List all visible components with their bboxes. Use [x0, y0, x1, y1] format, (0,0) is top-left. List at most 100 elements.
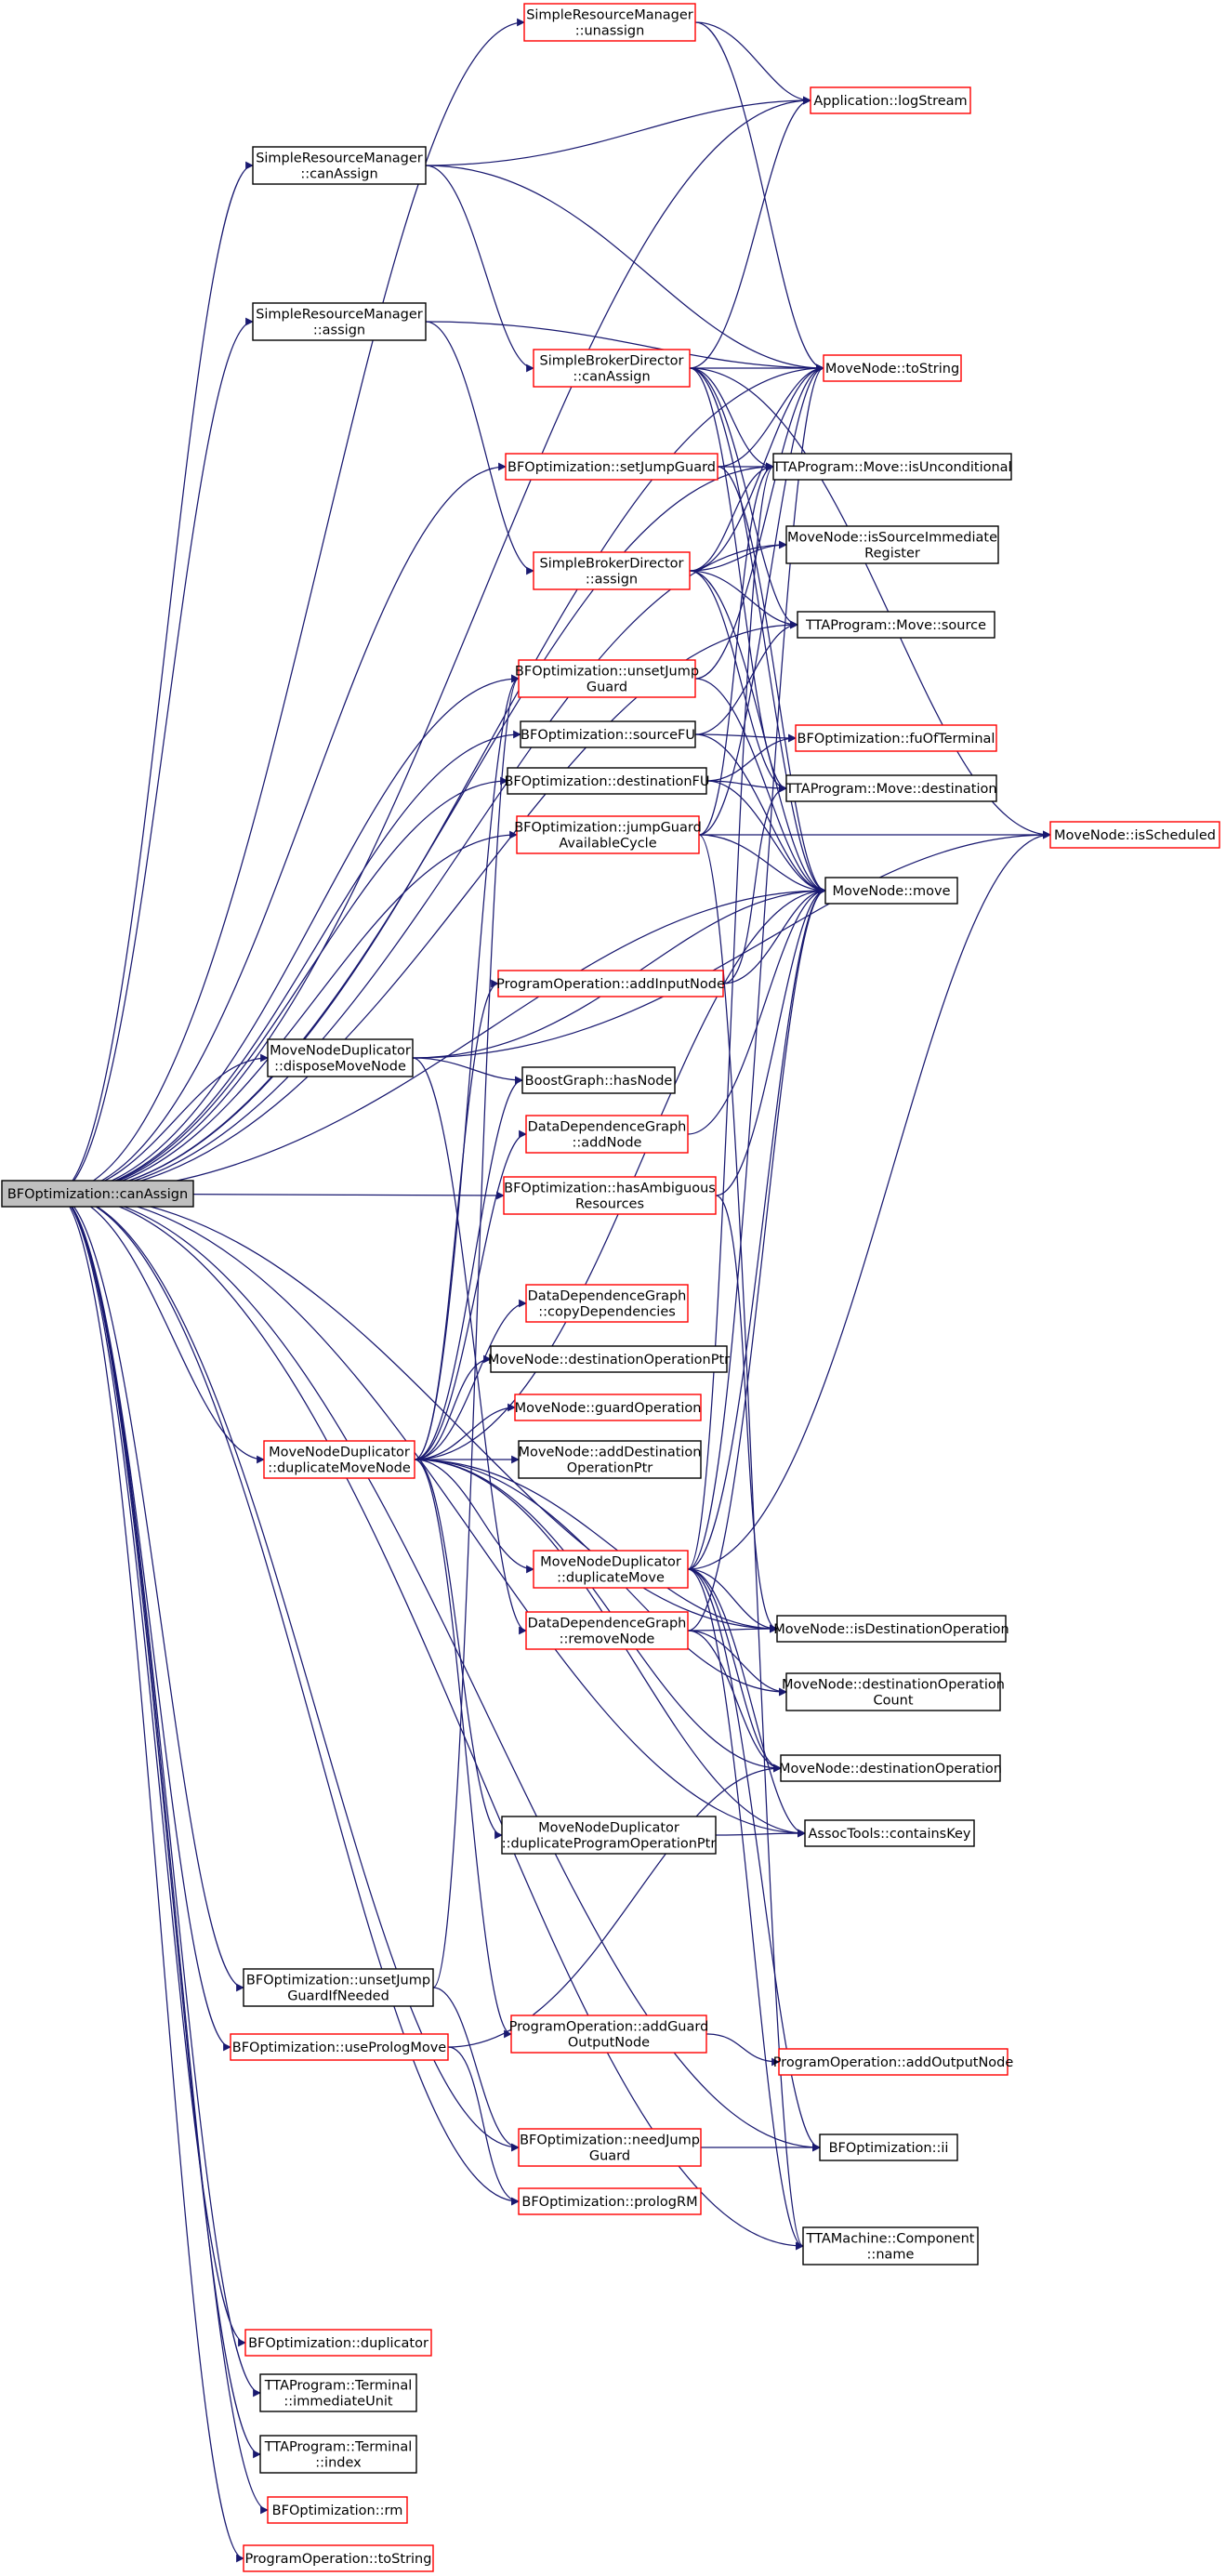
node-label: TTAProgram::Move::isUnconditional: [771, 460, 1011, 475]
node-srm_canassign[interactable]: SimpleResourceManager::canAssign: [252, 146, 427, 185]
edge-bfo_unsetjg-to-mn_tostring: [694, 363, 824, 680]
node-comp_name[interactable]: TTAMachine::Component::name: [802, 2226, 979, 2266]
node-label: ProgramOperation::addGuard: [509, 2020, 709, 2035]
node-box: [785, 525, 999, 564]
node-bfo_duplicator[interactable]: BFOptimization::duplicator: [244, 2329, 432, 2357]
node-term_immunit[interactable]: TTAProgram::Terminal::immediateUnit: [259, 2373, 417, 2412]
node-move_dest[interactable]: TTAProgram::Move::destination: [784, 774, 997, 802]
node-box: [259, 2435, 417, 2474]
node-box: [503, 1176, 717, 1215]
node-label: BFOptimization::hasAmbiguous: [504, 1182, 716, 1196]
node-box: [785, 1672, 1001, 1711]
node-ddg_copydeps[interactable]: DataDependenceGraph::copyDependencies: [525, 1284, 689, 1323]
edge-root-to-bfo_prologrm: [55, 1193, 520, 2206]
node-ddg_removenode[interactable]: DataDependenceGraph::removeNode: [525, 1611, 689, 1650]
edge-root-to-srm_assign: [55, 317, 254, 1195]
node-bfo_destfu[interactable]: BFOptimization::destinationFU: [504, 767, 710, 795]
node-bfo_ii[interactable]: BFOptimization::ii: [819, 2133, 958, 2161]
node-label: BFOptimization::unsetJump: [515, 665, 699, 680]
node-app_log[interactable]: Application::logStream: [810, 86, 971, 114]
node-box: [819, 2133, 958, 2161]
edge-sbd_canassign-to-app_log: [689, 96, 811, 369]
node-box: [520, 720, 696, 748]
node-mnd_dupmovenode[interactable]: MoveNodeDuplicator::duplicateMoveNode: [263, 1440, 415, 1479]
node-mn_destop[interactable]: MoveNode::destinationOperation: [779, 1754, 1002, 1782]
node-label: Count: [873, 1694, 913, 1709]
node-box: [516, 815, 700, 854]
node-term_index[interactable]: TTAProgram::Terminal::index: [259, 2435, 417, 2474]
node-box: [243, 2544, 434, 2572]
node-mn_guardop[interactable]: MoveNode::guardOperation: [514, 1394, 702, 1421]
edge-bfo_jgavail-to-mn_move: [698, 834, 826, 895]
node-box: [778, 2048, 1008, 2076]
node-label: Guard: [589, 2149, 630, 2164]
node-mn_tostring[interactable]: MoveNode::toString: [823, 354, 962, 382]
edge-root-to-srm_canassign: [55, 161, 254, 1195]
node-label: BFOptimization::prologRM: [521, 2195, 697, 2210]
node-label: ProgramOperation::addInputNode: [496, 977, 725, 992]
node-box: [797, 611, 995, 639]
node-label: ::duplicateMove: [557, 1571, 665, 1586]
node-move_isuncond[interactable]: TTAProgram::Move::isUnconditional: [771, 453, 1012, 481]
node-box: [785, 774, 997, 802]
node-bfo_useprolog[interactable]: BFOptimization::usePrologMove: [230, 2033, 449, 2061]
node-sbd_assign[interactable]: SimpleBrokerDirector::assign: [533, 551, 691, 590]
edge-mnd_dupmovenode-to-mn_guardop: [414, 1403, 516, 1460]
node-label: GuardIfNeeded: [287, 1989, 389, 2004]
edge-root-to-bfo_destfu: [55, 776, 508, 1195]
node-ddg_addnode[interactable]: DataDependenceGraph::addNode: [525, 1115, 689, 1154]
node-sbd_canassign[interactable]: SimpleBrokerDirector::canAssign: [533, 349, 691, 388]
node-label: TTAMachine::Component: [806, 2232, 975, 2247]
edge-mnd_dupmovenode-to-bg_hasnode: [414, 1076, 523, 1460]
node-label: ::canAssign: [573, 370, 650, 385]
node-po_tostring[interactable]: ProgramOperation::toString: [243, 2544, 434, 2572]
node-bg_hasnode[interactable]: BoostGraph::hasNode: [521, 1066, 676, 1094]
node-srm_unassign[interactable]: SimpleResourceManager::unassign: [523, 3, 696, 42]
node-move_source[interactable]: TTAProgram::Move::source: [797, 611, 995, 639]
node-mn_issched[interactable]: MoveNode::isScheduled: [1049, 821, 1220, 849]
node-bfo_setjg[interactable]: BFOptimization::setJumpGuard: [505, 453, 718, 481]
node-label: MoveNode::addDestination: [519, 1446, 702, 1460]
node-bfo_sourcefu[interactable]: BFOptimization::sourceFU: [520, 720, 696, 748]
edge-root-to-bfo_unsetjgifneeded: [55, 1193, 244, 1992]
node-mnd_dupmove[interactable]: MoveNodeDuplicator::duplicateMove: [533, 1550, 689, 1589]
edge-ddg_removenode-to-mn_destop: [687, 1630, 782, 1773]
node-bfo_fuofterm[interactable]: BFOptimization::fuOfTerminal: [795, 724, 997, 752]
edge-mnd_dupmovenode-to-mnd_dupprogop: [414, 1459, 503, 1840]
node-label: AssocTools::containsKey: [808, 1827, 970, 1842]
node-box: [252, 146, 427, 185]
edge-root-to-move_isuncond: [55, 462, 774, 1195]
node-mn_move[interactable]: MoveNode::move: [824, 877, 958, 905]
node-bfo_rm[interactable]: BFOptimization::rm: [267, 2496, 408, 2524]
node-label: ProgramOperation::toString: [245, 2552, 432, 2567]
node-mnd_dupprogop[interactable]: MoveNodeDuplicator::duplicateProgramOper…: [501, 1816, 717, 1855]
node-box: [518, 659, 696, 698]
node-root[interactable]: BFOptimization::canAssign: [1, 1180, 194, 1208]
edge-mnd_dupmove-to-bfo_ii: [687, 1568, 821, 2152]
node-mn_destopptr[interactable]: MoveNode::destinationOperationPtr: [488, 1345, 730, 1373]
node-label: OutputNode: [568, 2036, 650, 2051]
node-box: [259, 2373, 417, 2412]
edge-srm_assign-to-mn_tostring: [425, 321, 824, 373]
node-po_addinput[interactable]: ProgramOperation::addInputNode: [496, 970, 725, 997]
edge-root-to-bfo_jgavail: [55, 830, 518, 1195]
node-bfo_prologrm[interactable]: BFOptimization::prologRM: [518, 2187, 702, 2215]
node-mn_isdestop[interactable]: MoveNode::isDestinationOperation: [773, 1615, 1009, 1643]
node-srm_assign[interactable]: SimpleResourceManager::assign: [252, 302, 427, 341]
edge-root-to-bfo_setjg: [55, 462, 507, 1195]
edge-mnd_dupmovenode-to-ddg_addnode: [414, 1129, 527, 1460]
edge-root-to-bfo_ii: [55, 1193, 821, 2152]
edge-root-to-app_log: [55, 96, 811, 1195]
node-assoc_contains[interactable]: AssocTools::containsKey: [804, 1819, 975, 1847]
node-po_addoutput[interactable]: ProgramOperation::addOutputNode: [773, 2048, 1014, 2076]
node-mnd_dispose[interactable]: MoveNodeDuplicator::disposeMoveNode: [267, 1038, 414, 1077]
